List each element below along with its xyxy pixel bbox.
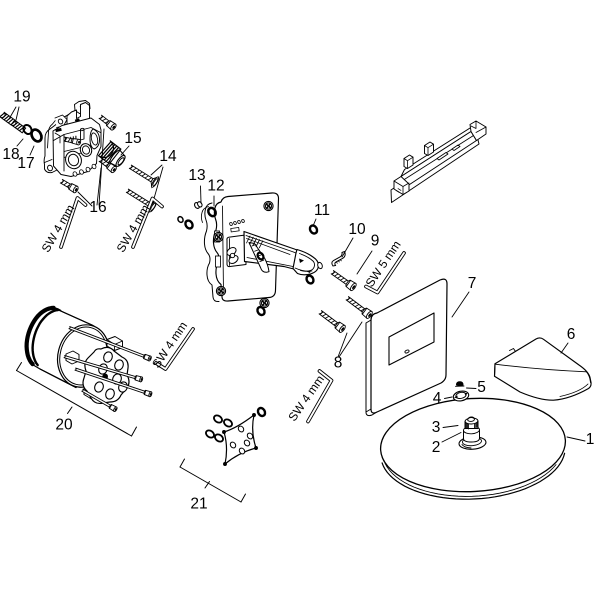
svg-text:21: 21 — [190, 496, 207, 513]
svg-text:11: 11 — [314, 202, 330, 219]
svg-text:12: 12 — [207, 178, 224, 195]
svg-text:17: 17 — [17, 155, 34, 172]
svg-text:3: 3 — [432, 419, 441, 436]
svg-text:20: 20 — [55, 417, 73, 434]
svg-text:6: 6 — [567, 326, 576, 343]
svg-text:18: 18 — [2, 146, 19, 163]
svg-text:2: 2 — [432, 439, 441, 456]
svg-text:16: 16 — [89, 199, 106, 216]
svg-text:8: 8 — [334, 355, 343, 372]
svg-text:10: 10 — [348, 221, 366, 238]
svg-text:19: 19 — [13, 89, 30, 106]
svg-text:7: 7 — [468, 275, 477, 292]
svg-text:15: 15 — [124, 130, 141, 147]
svg-text:5: 5 — [477, 379, 486, 396]
svg-text:9: 9 — [371, 233, 380, 250]
svg-text:1: 1 — [586, 431, 595, 448]
svg-text:14: 14 — [159, 148, 177, 165]
svg-text:4: 4 — [433, 390, 442, 407]
svg-text:13: 13 — [188, 167, 205, 184]
